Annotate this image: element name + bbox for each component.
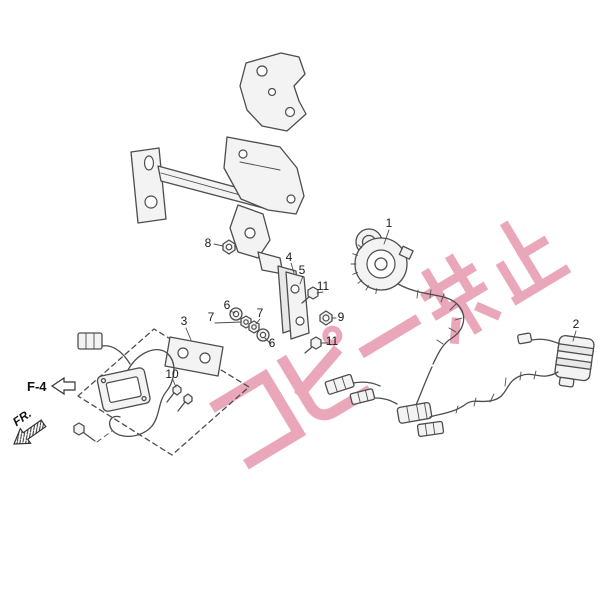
callout-11-bottom: 11 [326,334,339,348]
unit-2-cable-ticks [455,370,537,414]
view-reference-label: F-4 [27,379,47,394]
coil-wire-branch [101,345,131,365]
connector-d [416,420,445,438]
bolt-11-bottom [310,336,322,350]
view-reference-f4: F-4 [27,376,76,396]
leader-lines [172,229,577,388]
callout-10: 10 [165,367,179,381]
callout-7-right: 7 [257,306,264,320]
coil-sub-assembly [73,328,250,456]
cable-wrap-ticks [416,289,463,345]
part-callouts: 1 2 3 4 5 6 7 7 6 8 9 10 11 11 [165,216,579,381]
callout-11-top: 11 [317,279,330,293]
switch-assembly [324,228,465,438]
callout-8: 8 [205,236,212,250]
callout-3: 3 [181,314,188,328]
bolt-10a [172,384,182,396]
watermark-glyph-ko [209,368,307,470]
callout-4: 4 [286,250,293,264]
sub-assembly-outline [77,328,250,456]
view-reference-arrow-icon [50,376,76,396]
watermark-glyph-kin [419,253,502,345]
front-direction-marker: FR. [10,406,47,445]
watermark-glyph-shi [495,220,572,306]
bolt-10b [183,393,193,405]
connector-b [349,388,376,405]
front-arrow-icon [13,419,47,445]
front-marker-label: FR. [10,406,34,429]
bolt-11-top [307,286,319,300]
callout-2: 2 [573,317,580,331]
callout-6-left: 6 [224,298,231,312]
unit-2-top-connector [517,332,533,345]
unit-2-assembly [429,332,595,418]
connector-a [324,373,355,395]
watermark-glyph-bar [358,314,422,359]
callout-7-left: 7 [208,310,215,324]
switch-terminal [398,245,414,260]
unit-2-harness-cable [429,371,559,418]
coil-connector [77,332,103,350]
connector-c [396,401,433,424]
callout-6-right: 6 [269,336,276,350]
coil-body [96,367,151,412]
bolt-lower-left [73,422,85,436]
coil-wire [108,349,175,437]
stay-end-tab [130,147,167,224]
side-plates [277,265,310,340]
callout-9: 9 [338,310,345,324]
callout-1: 1 [386,216,393,230]
housing-ribs [350,244,378,294]
watermark-glyph-pi [276,354,374,421]
callout-5: 5 [299,263,306,277]
switch-harness-cable [397,283,465,365]
stay-bracket-assembly [130,52,307,275]
fasteners [222,239,333,354]
mount-plate-3 [164,336,224,377]
unit-2-body [554,334,595,388]
